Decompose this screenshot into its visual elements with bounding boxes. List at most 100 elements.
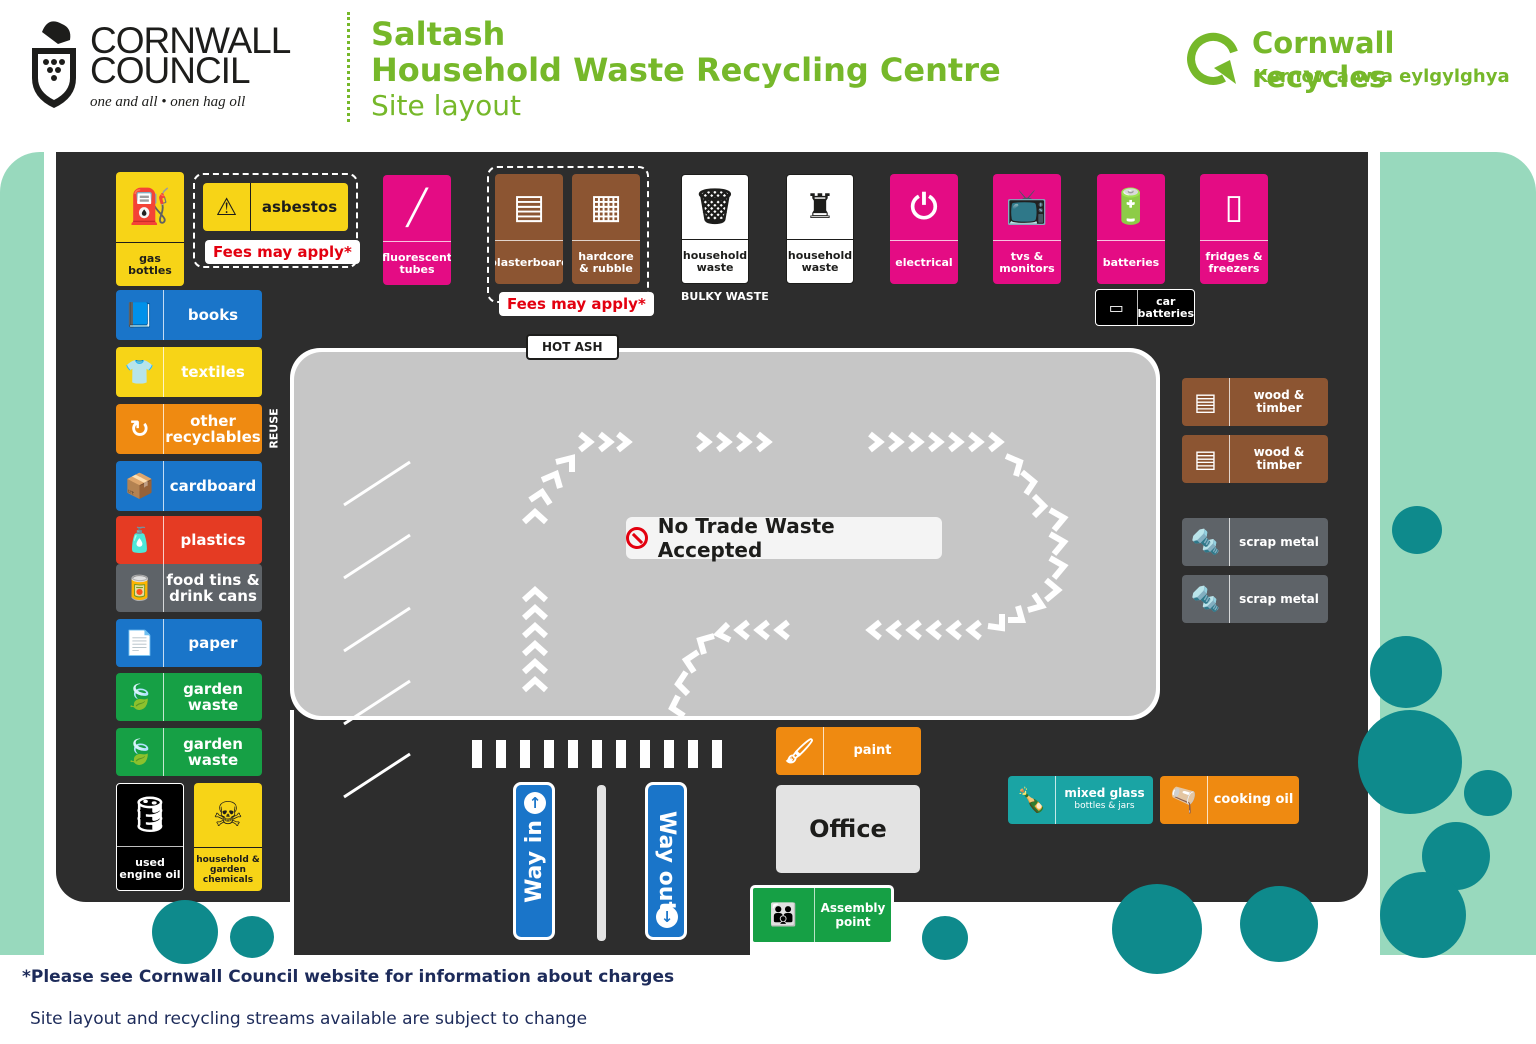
- chemical-bottle-icon: ☠: [212, 795, 244, 835]
- recycle-logo-icon: [1184, 28, 1244, 88]
- car-battery-icon: ▭: [1096, 290, 1138, 325]
- cardboard-label: cardboard: [169, 477, 257, 495]
- other-recyclables-bin: ↻ other recyclables: [116, 404, 262, 454]
- timber-icon: ▤: [1182, 435, 1230, 483]
- parking-line: [343, 460, 411, 507]
- hardcore-rubble-label: hardcore & rubble: [572, 240, 640, 284]
- tube-icon: ╱: [406, 188, 428, 228]
- chemicals-label: household & garden chemicals: [194, 847, 262, 891]
- down-arrow-icon: ↓: [656, 906, 678, 928]
- way-out-text: Way out: [653, 810, 679, 912]
- oil-bottle-icon: 🫗: [1160, 776, 1208, 824]
- council-name: CORNWALL COUNCIL: [90, 20, 300, 91]
- rubbish-bag-icon: ♜: [804, 187, 836, 227]
- mixed-glass-label: mixed glass: [1064, 786, 1145, 800]
- textiles-label: textiles: [181, 363, 245, 381]
- glass-bottle-icon: 🍾: [1008, 776, 1056, 824]
- parking-line: [343, 752, 411, 799]
- recycle-icon: ↻: [116, 404, 164, 454]
- paper-label: paper: [188, 634, 238, 652]
- centre-line: [597, 785, 606, 941]
- council-logo: [28, 14, 80, 110]
- tree: [922, 916, 968, 960]
- people-gathering-icon: 👪: [753, 888, 815, 942]
- electrical-label: electrical: [890, 240, 958, 284]
- brand-cornish: Kernow a wra eylgylghya: [1254, 66, 1510, 87]
- car-batteries-bin: ▭ car batteries: [1095, 289, 1195, 326]
- hardcore-rubble-bin: ▦ hardcore & rubble: [572, 174, 640, 284]
- tvs-monitors-label: tvs & monitors: [993, 240, 1061, 284]
- books-bin: 📘 books: [116, 290, 262, 340]
- council-name-line2: COUNCIL: [90, 50, 251, 91]
- cardboard-bin: 📦 cardboard: [116, 461, 262, 511]
- tree: [1112, 884, 1202, 974]
- garden-waste-bin-2: 🍃 garden waste: [116, 728, 262, 776]
- asbestos-fees-note: Fees may apply*: [205, 240, 360, 264]
- paper-icon: 📄: [116, 619, 164, 667]
- oil-can-icon: 🛢: [128, 795, 172, 835]
- household-waste-label-1: household waste: [682, 239, 748, 283]
- tree: [1370, 636, 1442, 708]
- battery-icon: 🔋: [1109, 187, 1153, 227]
- parking-line: [343, 533, 411, 580]
- bolt-icon: 🔩: [1182, 518, 1230, 566]
- gas-bottles-label: gas bottles: [116, 242, 184, 286]
- wood-timber-bin-1: ▤ wood & timber: [1182, 378, 1328, 426]
- brand-name: Cornwall recycles: [1252, 26, 1395, 94]
- plug-icon: ⏻: [910, 187, 938, 227]
- tree: [1358, 710, 1462, 814]
- council-name-line1: CORNWALL: [90, 20, 291, 61]
- scrap-metal-label-1: scrap metal: [1239, 535, 1319, 549]
- garden-waste-label-2: garden waste: [183, 735, 243, 769]
- household-waste-label-2: household waste: [787, 239, 853, 283]
- plastics-bin: 🧴 plastics: [116, 516, 262, 564]
- mixed-glass-sublabel: bottles & jars: [1074, 801, 1135, 811]
- office-building: Office: [776, 785, 920, 873]
- mixed-glass-bin: 🍾 mixed glass bottles & jars: [1008, 776, 1153, 824]
- charges-note: *Please see Cornwall Council website for…: [22, 967, 675, 987]
- plasterboard-icon: ▤: [512, 187, 546, 227]
- plastics-label: plastics: [180, 531, 246, 549]
- rubble-icon: ▦: [589, 187, 623, 227]
- garden-waste-bin-1: 🍃 garden waste: [116, 673, 262, 721]
- asbestos-fee-zone: [193, 173, 358, 268]
- leaf-icon: 🍃: [116, 673, 164, 721]
- plasterboard-label: plasterboard: [495, 240, 563, 284]
- bolt-icon: 🔩: [1182, 575, 1230, 623]
- wheelie-bin-icon: 🗑: [693, 187, 737, 227]
- wood-timber-bin-2: ▤ wood & timber: [1182, 435, 1328, 483]
- no-entry-icon: [626, 527, 648, 549]
- up-arrow-icon: ↑: [524, 792, 546, 814]
- no-trade-waste-sign: No Trade Waste Accepted: [626, 514, 942, 562]
- gas-bottle-icon: ⛽: [128, 187, 172, 227]
- leaf-icon: 🍃: [116, 728, 164, 776]
- way-in-text: Way in: [521, 819, 547, 903]
- tin-can-icon: 🥫: [116, 564, 164, 612]
- bulky-waste-label: BULKY WASTE: [681, 290, 769, 303]
- paper-bin: 📄 paper: [116, 619, 262, 667]
- no-trade-waste-text: No Trade Waste Accepted: [657, 514, 835, 562]
- household-waste-bin-1: 🗑 household waste: [681, 174, 749, 284]
- asbestos-bin: ⚠ asbestos: [203, 183, 348, 231]
- change-note: Site layout and recycling streams availa…: [30, 1009, 588, 1029]
- garden-waste-label-1: garden waste: [183, 680, 243, 714]
- council-tagline: one and all • onen hag oll: [90, 94, 246, 110]
- paint-bin: 🖌 paint: [776, 727, 921, 775]
- wood-timber-label-2: wood & timber: [1253, 445, 1305, 472]
- chemicals-bin: ☠ household & garden chemicals: [194, 783, 262, 891]
- road-markings: [343, 431, 1069, 799]
- fridges-freezers-bin: ▯ fridges & freezers: [1200, 174, 1268, 284]
- cooking-oil-bin: 🫗 cooking oil: [1160, 776, 1299, 824]
- paint-pot-icon: 🖌: [776, 727, 824, 775]
- household-waste-bin-2: ♜ household waste: [786, 174, 854, 284]
- white-verge: [290, 710, 294, 955]
- header-divider: [347, 12, 350, 122]
- scrap-metal-label-2: scrap metal: [1239, 592, 1319, 606]
- plastic-bottle-icon: 🧴: [116, 516, 164, 564]
- plasterboard-fees-note: Fees may apply*: [499, 292, 654, 316]
- page-title: Saltash Household Waste Recycling Centre…: [371, 16, 1011, 124]
- way-out-sign: Way out: [645, 782, 687, 940]
- title-line3: Site layout: [371, 89, 522, 122]
- hot-ash-area: HOT ASH: [526, 334, 619, 360]
- assembly-point-label: Assembly point: [820, 901, 886, 929]
